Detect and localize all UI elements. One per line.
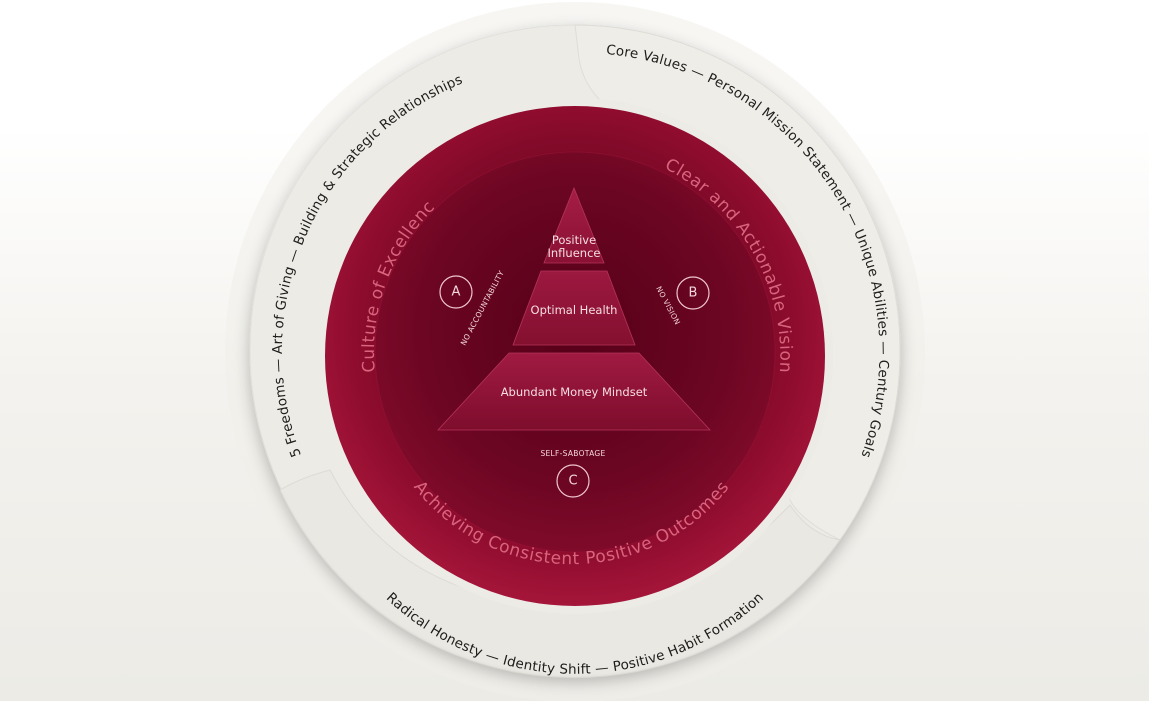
inner-disc-edge: [374, 151, 776, 553]
marker-c-caption: SELF-SABOTAGE: [540, 449, 605, 458]
pyramid-top-label-line1: Positive: [552, 233, 596, 247]
pyramid-tier-top: [543, 186, 605, 264]
marker-c-circle: [556, 464, 590, 498]
marker-b-circle: [676, 276, 710, 310]
pyramid-bottom-label: Abundant Money Mindset: [501, 385, 648, 399]
pyramid-middle-label: Optimal Health: [531, 303, 618, 317]
pyramid-top-label-line2: Influence: [548, 246, 601, 260]
ring-segment-bottom: [279, 469, 841, 679]
pyramid: Positive Influence Optimal Health Abunda…: [437, 186, 711, 431]
marker-a-letter: A: [452, 285, 461, 300]
pyramid-tier-bottom: [437, 352, 711, 431]
marker-b-letter: B: [689, 286, 698, 301]
inner-crimson-disc: [375, 152, 775, 552]
marker-c-letter: C: [568, 474, 577, 489]
pyramid-tier-middle: [512, 270, 636, 346]
marker-a-circle: [439, 275, 473, 309]
marker-c: SELF-SABOTAGE C: [540, 449, 605, 498]
